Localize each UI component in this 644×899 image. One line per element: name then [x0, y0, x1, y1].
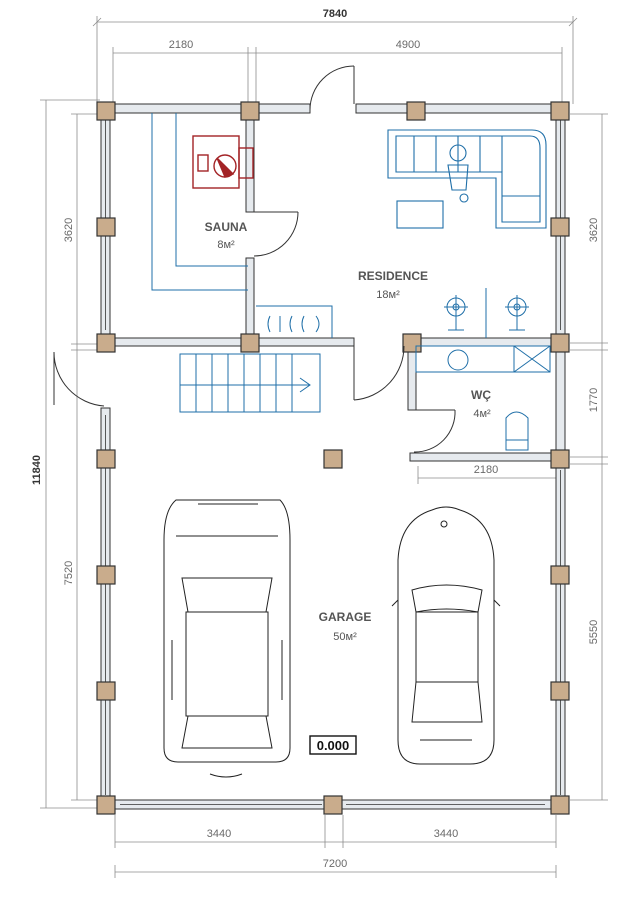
level-marker: 0.000 [317, 738, 350, 753]
dim-top-left: 2180 [169, 39, 193, 51]
room-name-sauna: SAUNA [205, 220, 248, 234]
room-area-garage: 50м² [333, 631, 357, 643]
sofa-set [387, 129, 547, 229]
room-name-wc: WÇ [471, 388, 491, 402]
dim-top-right: 4900 [396, 39, 420, 51]
dim-left-lower: 7520 [63, 561, 75, 585]
dim-right-lower: 5550 [588, 620, 600, 644]
sauna-stove [192, 135, 254, 189]
columns [96, 101, 570, 815]
room-name-residence: RESIDENCE [358, 269, 428, 283]
car-sport [391, 506, 501, 765]
dim-bottom-total: 7200 [323, 858, 347, 870]
sauna-benches [151, 113, 248, 291]
staircase [179, 353, 321, 413]
dim-left-upper: 3620 [63, 218, 75, 242]
residence-fixtures [256, 288, 551, 451]
car-suv [163, 499, 291, 778]
dim-overall-width: 7840 [323, 8, 347, 20]
dim-right-middle: 1770 [588, 388, 600, 412]
level-marker-box [309, 735, 357, 755]
room-area-wc: 4м² [473, 408, 491, 420]
dim-bottom-left: 3440 [207, 828, 231, 840]
doors [53, 65, 456, 453]
room-area-sauna: 8м² [217, 239, 235, 251]
dim-overall-height: 11840 [31, 455, 43, 485]
room-name-garage: GARAGE [319, 610, 372, 624]
dim-right-upper: 3620 [588, 218, 600, 242]
dimension-lines [40, 16, 608, 878]
dim-wc-width: 2180 [474, 464, 498, 476]
room-area-residence: 18м² [376, 289, 400, 301]
dim-bottom-right: 3440 [434, 828, 458, 840]
